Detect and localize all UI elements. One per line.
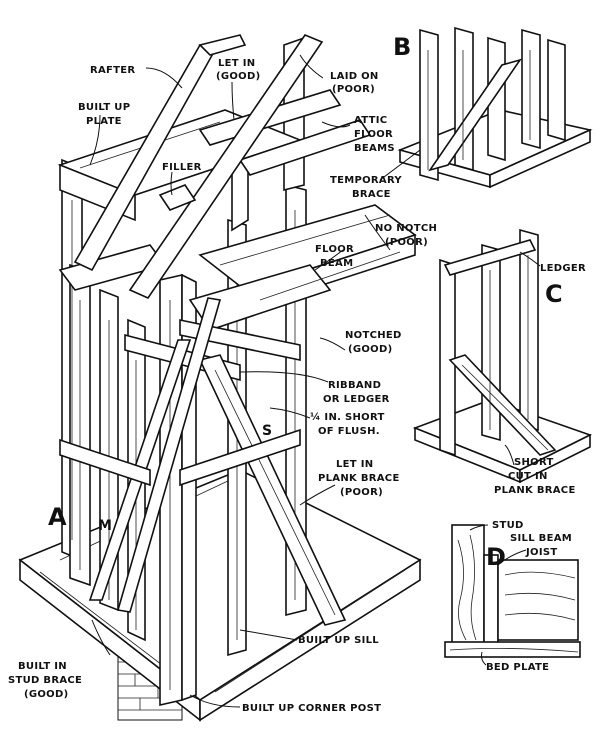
- panel-letters: B C A D: [48, 33, 563, 571]
- label-laid-on-1: LAID ON: [330, 71, 379, 82]
- label-ribband-2: OR LEDGER: [323, 394, 390, 405]
- panel-b-frame: [397, 26, 593, 189]
- label-temp-brace-1: TEMPORARY: [330, 175, 402, 186]
- panel-b-letter: B: [393, 33, 411, 61]
- panel-d-detail: [444, 524, 581, 658]
- label-short-flush-1: ¼ IN. SHORT: [310, 411, 385, 423]
- label-attic-1: ATTIC: [354, 115, 387, 126]
- label-no-notch-1: NO NOTCH: [375, 223, 437, 234]
- panel-a-letter: A: [48, 503, 67, 531]
- label-short-flush-2: OF FLUSH.: [318, 426, 380, 437]
- panel-c-letter: C: [545, 280, 563, 308]
- label-s-mark: S: [262, 423, 272, 439]
- label-joist: JOIST: [525, 547, 557, 558]
- let-in-plank-brace: [198, 354, 347, 626]
- label-built-in-3: (GOOD): [24, 689, 68, 700]
- label-floor-beam-1: FLOOR: [315, 244, 354, 255]
- label-let-in-plank-3: (POOR): [340, 487, 383, 498]
- label-short-cut-3: PLANK BRACE: [494, 485, 576, 496]
- leader-lines: [89, 54, 541, 708]
- label-built-up-plate-2: PLATE: [86, 116, 122, 127]
- label-short-cut-1: SHORT: [514, 457, 554, 468]
- label-stud: STUD: [492, 520, 524, 531]
- label-attic-2: FLOOR: [354, 129, 393, 140]
- panel-d-letter: D: [486, 543, 506, 571]
- panel-a-frame: [18, 34, 422, 722]
- label-no-notch-2: (POOR): [385, 237, 428, 248]
- label-ribband-1: RIBBAND: [328, 380, 381, 391]
- label-let-in-plank-1: LET IN: [336, 459, 373, 470]
- label-built-up-sill: BUILT UP SILL: [298, 635, 379, 646]
- label-laid-on-2: (POOR): [332, 84, 375, 95]
- rafters: [73, 34, 324, 300]
- label-notched-2: (GOOD): [348, 344, 392, 355]
- label-built-up-plate-1: BUILT UP: [78, 102, 130, 113]
- label-floor-beam-2: BEAM: [320, 258, 353, 269]
- label-ledger: LEDGER: [540, 263, 586, 274]
- label-short-cut-2: CUT IN: [508, 471, 548, 482]
- filler-block: [158, 184, 197, 211]
- label-bed-plate: BED PLATE: [486, 662, 549, 673]
- label-sill-beam: SILL BEAM: [510, 533, 572, 544]
- label-rafter: RAFTER: [90, 65, 135, 76]
- label-notched-1: NOTCHED: [345, 330, 402, 341]
- label-filler: FILLER: [162, 162, 202, 173]
- label-attic-3: BEAMS: [354, 143, 395, 154]
- label-built-in-1: BUILT IN: [18, 661, 67, 672]
- label-m-mark: M: [98, 518, 112, 534]
- label-let-in-good-2: (GOOD): [216, 71, 260, 82]
- annotation-labels: RAFTER LET IN (GOOD) LAID ON (POOR) BUIL…: [8, 58, 586, 714]
- floor-beams: [58, 204, 417, 331]
- label-temp-brace-2: BRACE: [352, 189, 391, 200]
- panel-c-frame: [412, 228, 593, 484]
- label-let-in-plank-2: PLANK BRACE: [318, 473, 400, 484]
- label-let-in-good-1: LET IN: [218, 58, 255, 69]
- lower-girts: [59, 428, 301, 487]
- label-built-in-2: STUD BRACE: [8, 675, 82, 686]
- label-corner-post: BUILT UP CORNER POST: [242, 703, 381, 714]
